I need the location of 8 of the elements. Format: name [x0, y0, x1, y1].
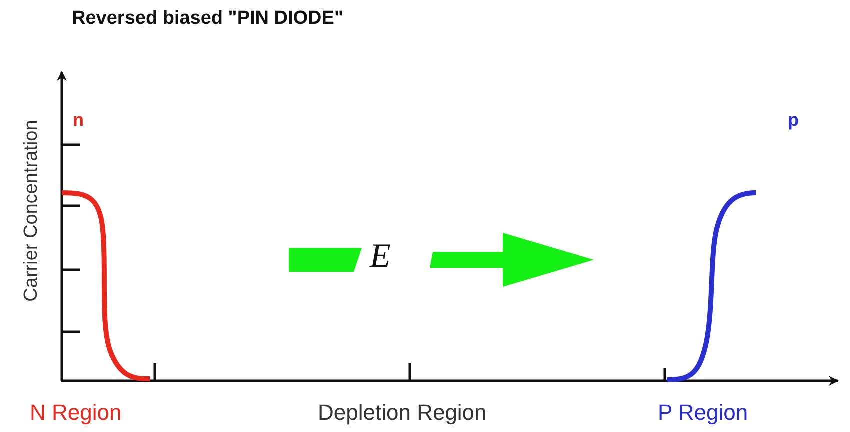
region-letter: p: [788, 110, 799, 131]
diagram-title: Reversed biased "PIN DIODE": [72, 8, 344, 30]
region-label: Depletion Region: [318, 400, 487, 426]
field-symbol: E: [370, 238, 391, 276]
y-axis-title: Carrier Concentration: [21, 119, 43, 304]
region-label: P Region: [658, 400, 748, 426]
region-label: N Region: [30, 400, 122, 426]
region-letter: n: [73, 110, 84, 131]
